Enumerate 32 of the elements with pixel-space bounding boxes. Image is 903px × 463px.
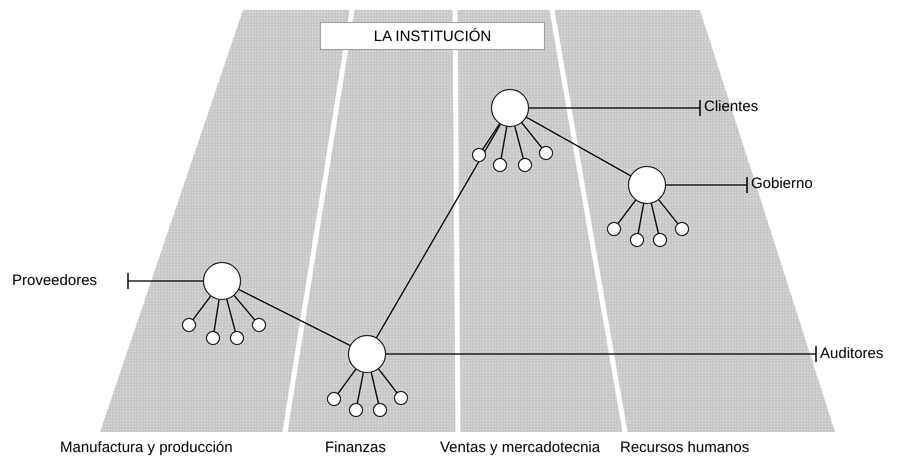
connector-line [526, 116, 631, 176]
connector-line [338, 368, 356, 394]
connector-line [356, 372, 364, 404]
column-label: Ventas y mercadotecnia [440, 439, 600, 456]
connector-line [234, 295, 255, 320]
title-box: LA INSTITUCIÓN [320, 22, 545, 50]
leader-line [529, 99, 701, 117]
connector-line [650, 203, 660, 234]
leader-line [386, 345, 817, 363]
connector-line [192, 296, 212, 320]
column-label: Finanzas [325, 439, 386, 456]
entity-label: Gobierno [751, 175, 813, 195]
entity-label: Auditores [820, 345, 884, 365]
connector-line [500, 126, 508, 158]
leader-line [127, 272, 203, 290]
connector-line [618, 200, 636, 224]
connector-line [376, 124, 502, 338]
connector-line [482, 124, 500, 150]
connector-line [213, 300, 220, 332]
connector-line [521, 122, 542, 148]
connector-line [638, 204, 644, 234]
entity-label: Clientes [704, 98, 758, 118]
connector-line [378, 368, 398, 393]
connector-line [238, 288, 350, 346]
entity-label: Proveedores [12, 272, 98, 292]
connector-line [658, 199, 678, 224]
connector-line [370, 372, 380, 404]
column-label: Recursos humanos [620, 439, 750, 456]
leader-line [666, 176, 748, 194]
connector-line [226, 299, 236, 332]
column-label: Manufactura y producción [60, 439, 233, 456]
connector-line [514, 126, 524, 158]
